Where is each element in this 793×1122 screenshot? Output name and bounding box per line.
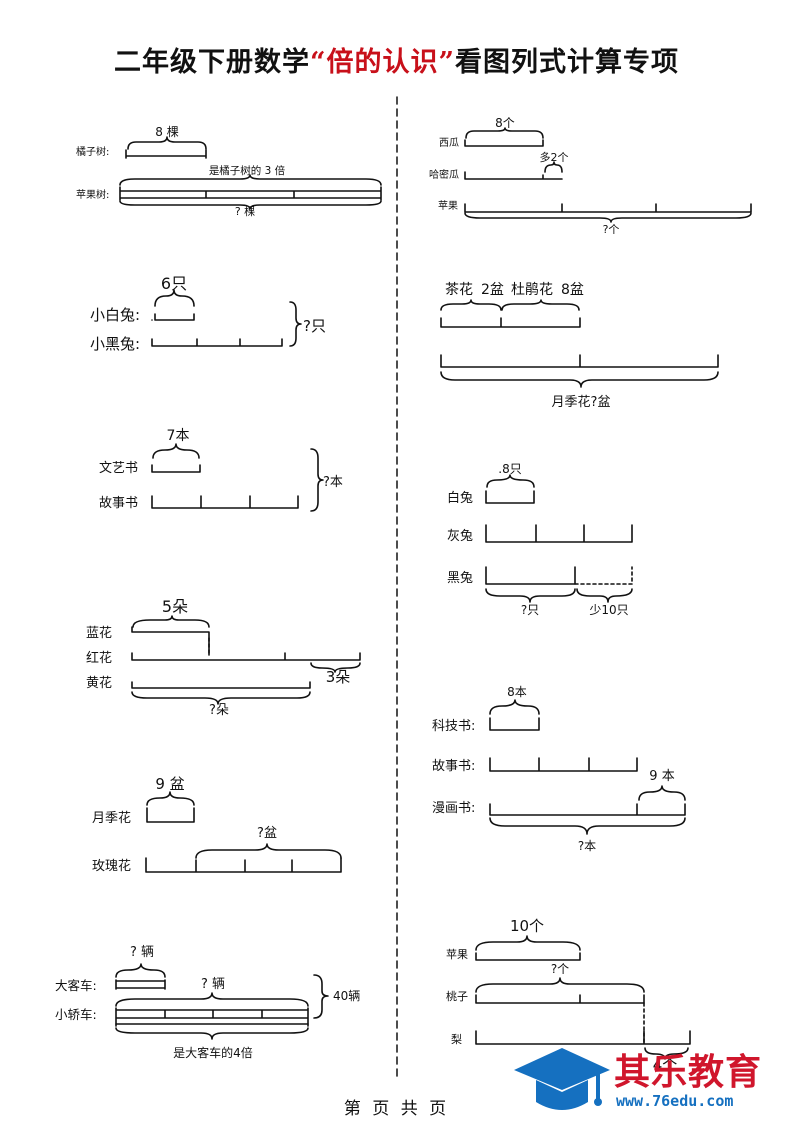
- note-8: .8只: [498, 462, 521, 476]
- page-footer: 第 页 共 页: [343, 1099, 450, 1119]
- problem-9-roses: 月季花 玫瑰花 9 盆 ?盆: [92, 775, 342, 874]
- note-question: ?个: [603, 223, 620, 236]
- title-suffix: 看图列式计算专项: [455, 47, 680, 78]
- title-prefix: 二年级下册数学: [113, 47, 310, 78]
- note-7-books: 7本: [167, 428, 190, 444]
- problem-11-vehicles: 大客车: 小轿车: ? 辆 ? 辆 40辆 是大客车的4倍: [55, 945, 360, 1060]
- label-azalea: 杜鹃花: [511, 281, 553, 298]
- note-9-pots: 9 盆: [155, 775, 184, 793]
- note-9-books: 9 本: [649, 769, 674, 784]
- label-blue-flower: 蓝花: [86, 625, 112, 641]
- problem-2-melons-apples: 西瓜 哈密瓜 苹果 8个 多2个 ?个: [429, 116, 752, 236]
- label-black-rabbit: 小黑兔:: [90, 335, 140, 353]
- note-10-fewer: 少10只: [589, 603, 628, 617]
- note-40-vehicles: 40辆: [333, 989, 360, 1003]
- note-10: 10个: [510, 917, 544, 935]
- label-story-book: 故事书:: [432, 759, 475, 774]
- label-bus: 大客车:: [55, 978, 97, 993]
- label-white-rabbit: 小白兔:: [90, 306, 140, 324]
- label-orange-tree: 橘子树:: [76, 145, 109, 158]
- note-5: 5朵: [162, 597, 188, 616]
- problem-1-orange-apple-trees: 橘子树: 苹果树: 8 棵 是橘子树的 3 倍 ? 棵: [76, 124, 382, 218]
- label-yellow-flower: 黄花: [86, 675, 112, 691]
- label-pear: 梨: [451, 1032, 462, 1046]
- page-title: 二年级下册数学“倍的认识”看图列式计算专项: [0, 40, 793, 79]
- label-apple-tree: 苹果树:: [76, 188, 109, 201]
- note-4: 4个: [653, 1056, 678, 1074]
- watermark-logo: 其乐教育 www.76edu.com: [506, 1040, 793, 1122]
- note-bus-question: ? 辆: [130, 945, 154, 960]
- problem-6-rabbits: 白兔 灰兔 黑兔 .8只 ?只 少10只: [447, 462, 633, 617]
- problem-3-rabbits: 小白兔: 小黑兔: 6只 ?只: [90, 274, 326, 353]
- note-question: ?本: [578, 839, 596, 853]
- label-apple: 苹果: [446, 947, 468, 961]
- note-8-books: 8本: [507, 685, 527, 699]
- label-white-rabbit: 白兔: [447, 490, 473, 506]
- problem-4-flowers: 茶花 2盆 杜鹃花 8盆 月季花?盆: [440, 281, 719, 410]
- label-chinese-rose: 月季花: [92, 810, 131, 826]
- note-question: ?只: [521, 603, 539, 617]
- note-6: 6只: [161, 274, 187, 293]
- note-rose-question: 月季花?盆: [552, 394, 611, 410]
- note-2-more: 多2个: [540, 150, 569, 164]
- label-peach: 桃子: [446, 989, 468, 1003]
- label-watermelon: 西瓜: [439, 137, 459, 149]
- label-hami-melon: 哈密瓜: [429, 168, 459, 181]
- label-story-book: 故事书: [99, 496, 138, 511]
- note-car-question: ? 辆: [201, 977, 225, 992]
- problem-5-books: 文艺书 故事书 7本 ?本: [99, 428, 343, 512]
- note-8-pots: 8盆: [561, 282, 584, 298]
- problem-10-fruits: 苹果 桃子 梨 10个 ?个 4个: [446, 917, 691, 1074]
- label-camellia: 茶花: [445, 282, 473, 298]
- label-apple: 苹果: [438, 199, 458, 212]
- label-comic-book: 漫画书:: [432, 801, 475, 816]
- problem-8-books: 科技书: 故事书: 漫画书: 8本 9 本 ?本: [432, 685, 686, 853]
- note-8-trees: 8 棵: [155, 124, 178, 139]
- note-8: 8个: [495, 116, 515, 130]
- problem-7-colored-flowers: 蓝花 红花 黄花 5朵 3朵 ?朵: [86, 597, 361, 718]
- watermark-name: 其乐教育: [614, 1052, 763, 1093]
- note-question: ?朵: [209, 703, 229, 718]
- label-grey-rabbit: 灰兔: [447, 529, 473, 544]
- label-red-flower: 红花: [86, 650, 112, 666]
- label-black-rabbit: 黑兔: [447, 571, 473, 586]
- note-three-times: 是橘子树的 3 倍: [209, 164, 286, 177]
- note-question: ?本: [323, 475, 343, 490]
- label-literature-book: 文艺书: [99, 461, 138, 476]
- label-science-book: 科技书:: [432, 719, 475, 734]
- note-question: ?个: [551, 962, 569, 976]
- graduation-cap-icon: [514, 1048, 610, 1110]
- label-rose: 玫瑰花: [92, 858, 131, 874]
- watermark-url: www.76edu.com: [616, 1092, 734, 1110]
- note-question: ?盆: [257, 826, 277, 841]
- note-2-pots: 2盆: [481, 282, 504, 298]
- note-four-times-bus: 是大客车的4倍: [173, 1045, 253, 1060]
- title-highlight: “倍的认识”: [309, 47, 456, 78]
- note-question: ?只: [303, 317, 326, 335]
- label-car: 小轿车:: [55, 1007, 97, 1022]
- note-3: 3朵: [326, 668, 351, 686]
